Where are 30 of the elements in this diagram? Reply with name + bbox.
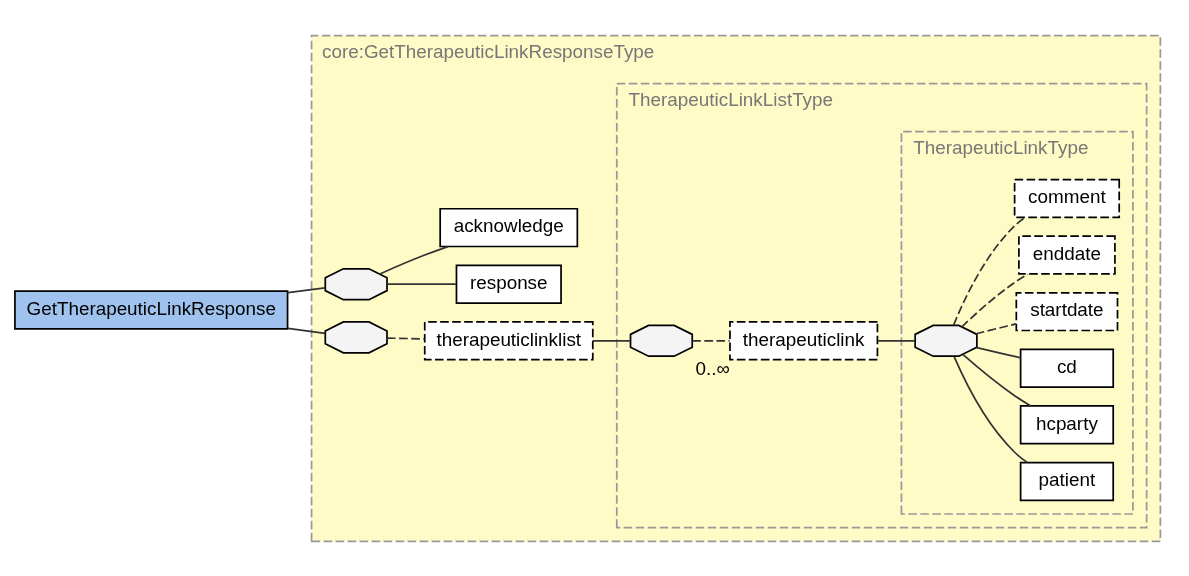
node-box: patient: [1019, 461, 1115, 501]
node-box: therapeuticlinklist: [423, 320, 594, 360]
node-label: 0..∞: [695, 357, 731, 379]
node-box: acknowledge: [439, 207, 579, 247]
connector: [953, 355, 1029, 463]
node-box: therapeuticlink: [729, 320, 879, 360]
node-box: GetTherapeuticLinkResponse: [14, 289, 289, 330]
node-octagon: [629, 324, 694, 357]
node-box: hcparty: [1019, 404, 1115, 445]
connector: [287, 286, 326, 294]
node-box: enddate: [1018, 234, 1116, 275]
connector: [386, 282, 457, 285]
connector: [961, 272, 1029, 328]
connector: [287, 326, 326, 334]
connector: [975, 322, 1017, 335]
connector: [691, 339, 731, 342]
connector: [975, 346, 1022, 359]
node-box: comment: [1013, 178, 1121, 218]
connector: [386, 336, 426, 340]
node-box: cd: [1019, 348, 1115, 388]
connector: [877, 339, 916, 342]
connector: [592, 339, 631, 342]
node-box: startdate: [1015, 291, 1119, 331]
node-octagon: [324, 267, 388, 300]
node-box: response: [455, 264, 562, 304]
node-octagon: [914, 324, 978, 357]
connector: [962, 353, 1032, 407]
connector: [379, 245, 449, 275]
connector: [952, 216, 1026, 326]
node-octagon: [324, 320, 388, 354]
